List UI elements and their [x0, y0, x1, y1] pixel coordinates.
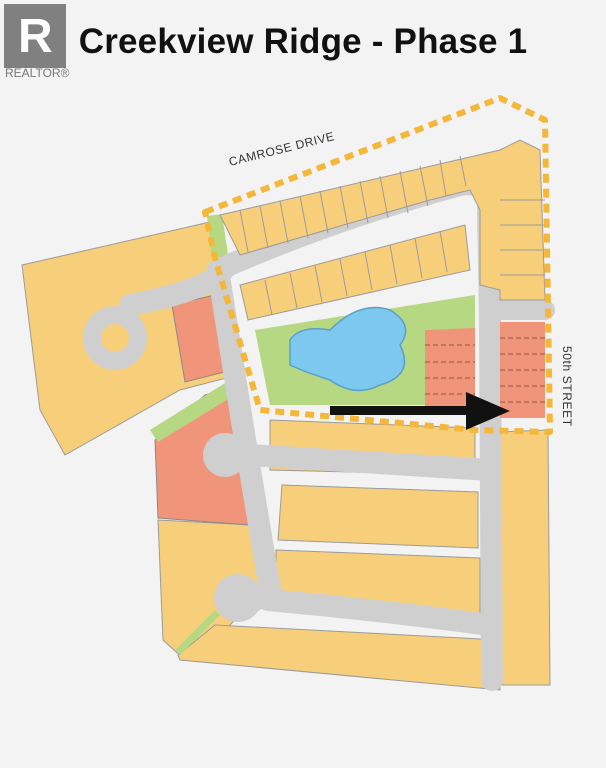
- street-label-east: 50th STREET: [560, 346, 574, 427]
- lot-east-strip: [499, 429, 551, 686]
- cul-de-sac-middle: [203, 433, 247, 477]
- phase1-boundary: [202, 95, 553, 435]
- logo-letter: R: [18, 10, 53, 63]
- page-title: Creekview Ridge - Phase 1: [78, 22, 528, 61]
- realtor-r-logo: R: [4, 4, 66, 68]
- phase1-lots-salmon-a: [425, 328, 475, 410]
- green-strip-north: [207, 214, 228, 258]
- right-arrow-icon: [330, 392, 510, 430]
- green-strip-west: [150, 375, 243, 442]
- cul-de-sac-northwest-inner: [101, 324, 129, 352]
- cul-de-sac-south: [214, 574, 262, 622]
- green-strip-south: [175, 610, 220, 655]
- lot-lines-inner: [264, 230, 448, 316]
- lot-south-strip: [177, 624, 501, 691]
- street-label-north: CAMROSE DRIVE: [227, 129, 336, 169]
- phase1-lots-salmon-b: [500, 322, 545, 418]
- lot-lines-north: [239, 155, 545, 276]
- pond: [289, 306, 407, 392]
- realtor-logo-text: REALTOR®: [5, 66, 70, 80]
- lot-middle-2: [277, 484, 479, 549]
- phase1-lots-north: [219, 139, 546, 301]
